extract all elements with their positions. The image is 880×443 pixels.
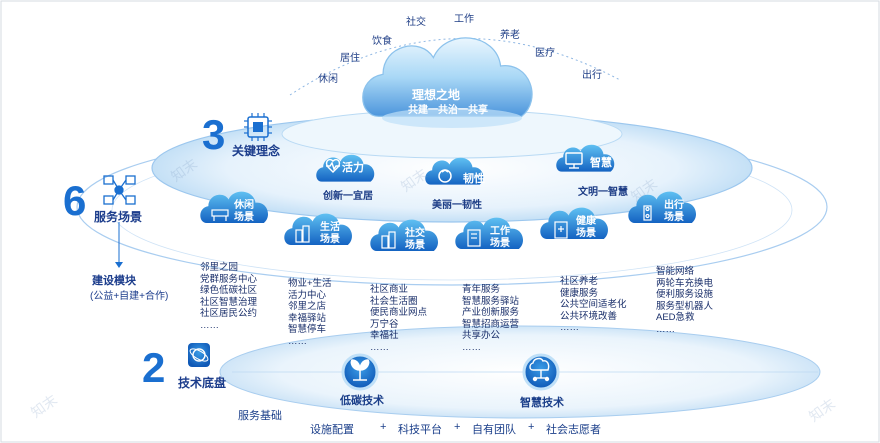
orbit-word-leisure: 休闲 <box>318 74 338 85</box>
list-item: …… <box>560 322 579 333</box>
list-item: 便利服务设施 <box>656 289 714 300</box>
list-item: 幸福驿站 <box>288 312 327 324</box>
list-item: 便民商业网点 <box>370 307 428 318</box>
sprout-icon <box>350 359 370 381</box>
list-item: 智慧服务驿站 <box>462 295 520 307</box>
list-item: 绿色低碳社区 <box>200 285 258 296</box>
orbit-word-living: 居住 <box>340 53 360 64</box>
concept-resilience-sub: 美丽一韧性 <box>432 200 482 211</box>
list-item: …… <box>462 341 481 353</box>
cloud-network-icon <box>529 357 550 382</box>
orbit-word-travel: 出行 <box>582 70 602 81</box>
network-icon <box>103 175 136 205</box>
list-item: 青年服务 <box>462 284 501 295</box>
hospital-icon <box>554 221 568 239</box>
scene-social-list: 社区商业 社会生活圈 便民商业网点 万宁谷 幸福社 …… <box>370 284 427 353</box>
scene-leisure-label: 休闲场景 <box>234 200 254 223</box>
base-separator: + <box>528 421 535 433</box>
list-item: 智能网络 <box>656 266 695 277</box>
scene-life-label: 生活场景 <box>320 222 340 245</box>
traffic-icon <box>643 205 652 221</box>
concept-smart-sub: 文明一智慧 <box>578 187 628 198</box>
tech-number: 2 <box>142 344 166 391</box>
list-item: 幸福社 <box>370 330 399 341</box>
scene-travel-label: 出行场景 <box>664 200 684 223</box>
list-item: 智慧停车 <box>288 324 327 335</box>
list-item: 健康服务 <box>560 287 599 299</box>
tech-low-carbon-label: 低碳技术 <box>340 395 384 407</box>
robot-icon <box>188 343 210 367</box>
scenes-label: 服务场景 <box>94 210 143 224</box>
building-icon <box>467 229 481 247</box>
scene-work-list: 青年服务 智慧服务驿站 产业创新服务 智慧招商运营 共享办公 …… <box>462 284 519 353</box>
list-item: 公共环境改善 <box>560 310 618 322</box>
list-item: 邻里之店 <box>288 301 327 312</box>
scene-health-label: 健康场景 <box>576 216 596 239</box>
concept-vitality-label: 活力 <box>342 162 364 174</box>
top-cloud-title: 理想之地 <box>412 88 461 102</box>
base-label: 服务基础 <box>238 410 282 422</box>
scene-life-list: 物业+生活 活力中心 邻里之店 幸福驿站 智慧停车 …… <box>288 278 332 347</box>
scene-leisure-list: 邻里之园 党群服务中心 绿色低碳社区 社区智慧治理 社区居民公约 …… <box>200 262 257 331</box>
list-item: 产业创新服务 <box>462 307 520 318</box>
scene-social-label: 社交场景 <box>405 228 425 251</box>
list-item: 智慧招商运营 <box>462 318 520 330</box>
scenes-number: 6 <box>63 177 87 224</box>
list-item: …… <box>288 335 307 347</box>
scene-health-list: 社区养老 健康服务 公共空间适老化 公共环境改善 …… <box>560 276 627 334</box>
list-item: 社区养老 <box>560 276 599 287</box>
list-item: 社区智慧治理 <box>200 296 258 308</box>
tech-smart-label: 智慧技术 <box>520 397 564 409</box>
list-item: …… <box>200 319 219 331</box>
list-item: 服务型机器人 <box>656 300 714 312</box>
base-separator: + <box>380 421 387 433</box>
concept-resilience-label: 韧性 <box>463 173 485 185</box>
monitor-icon <box>565 152 583 169</box>
top-cloud-subtitle: 共建一共治一共享 <box>408 105 488 116</box>
scene-work-label: 工作场景 <box>490 226 510 249</box>
list-item: 党群服务中心 <box>200 273 258 285</box>
base-item-team: 自有团队 <box>472 424 516 436</box>
concepts-number: 3 <box>202 111 226 158</box>
orbit-word-work: 工作 <box>454 14 474 25</box>
chip-icon <box>244 113 272 141</box>
recycle-icon <box>438 169 452 183</box>
base-item-volunteers: 社会志愿者 <box>546 424 601 436</box>
scene-travel-list: 智能网络 两轮车充换电 便利服务设施 服务型机器人 AED急救 …… <box>656 266 713 335</box>
list-item: 社区商业 <box>370 284 409 295</box>
list-item: 公共空间适老化 <box>560 299 627 310</box>
orbit-word-dining: 饮食 <box>372 36 392 47</box>
list-item: …… <box>370 341 389 353</box>
base-item-facilities: 设施配置 <box>310 424 354 436</box>
concept-smart-label: 智慧 <box>590 157 612 169</box>
list-item: 邻里之园 <box>200 262 239 273</box>
list-item: 共享办公 <box>462 330 501 341</box>
build-mode-label: 建设模块 <box>92 275 136 287</box>
base-item-platform: 科技平台 <box>398 424 442 436</box>
list-item: 社会生活圈 <box>370 295 418 307</box>
city-icon <box>295 225 310 243</box>
build-mode-note: (公益+自建+合作) <box>90 291 169 302</box>
orbit-word-social: 社交 <box>406 17 426 28</box>
list-item: 两轮车充换电 <box>656 277 714 289</box>
orbit-word-medical: 医疗 <box>535 48 555 59</box>
list-item: …… <box>656 323 675 335</box>
concepts-label: 关键理念 <box>232 144 281 158</box>
list-item: 活力中心 <box>288 289 327 301</box>
list-item: 物业+生活 <box>288 278 332 289</box>
heart-pulse-icon <box>325 158 341 173</box>
list-item: AED急救 <box>656 312 695 323</box>
list-item: 社区居民公约 <box>200 308 258 319</box>
list-item: 万宁谷 <box>370 318 399 330</box>
concept-vitality-sub: 创新一宜居 <box>323 191 373 202</box>
tech-label: 技术底盘 <box>178 376 227 390</box>
city-icon <box>381 231 396 249</box>
bench-icon <box>211 209 229 221</box>
base-separator: + <box>454 421 461 433</box>
orbit-word-elderly: 养老 <box>500 30 520 41</box>
